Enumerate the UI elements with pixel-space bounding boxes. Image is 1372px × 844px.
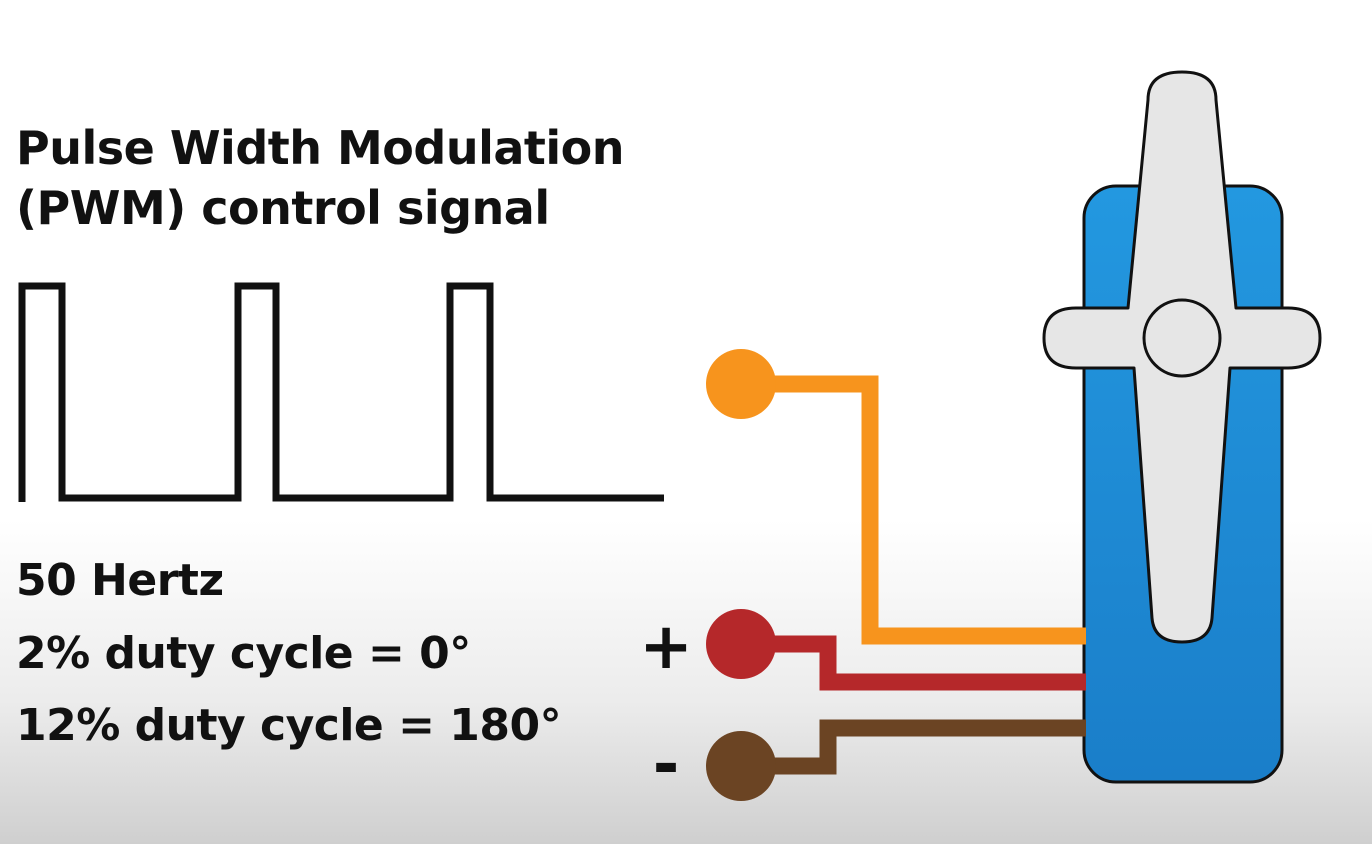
power-wire xyxy=(740,635,1086,691)
title-line-1: Pulse Width Modulation xyxy=(16,121,624,175)
signal-terminal xyxy=(706,349,776,419)
power-terminal xyxy=(706,609,776,679)
frequency-label: 50 Hertz xyxy=(16,555,224,606)
servo-hub-icon xyxy=(1142,298,1222,378)
ground-wire xyxy=(740,719,1086,775)
positive-label: + xyxy=(639,610,693,684)
servo-horn xyxy=(1042,70,1322,644)
ground-terminal xyxy=(706,731,776,801)
diagram-title: Pulse Width Modulation (PWM) control sig… xyxy=(16,118,624,238)
pwm-waveform xyxy=(18,282,664,502)
signal-wire xyxy=(740,375,1086,645)
negative-label: - xyxy=(653,728,680,802)
max-duty-cycle-label: 12% duty cycle = 180° xyxy=(16,700,562,751)
title-line-2: (PWM) control signal xyxy=(16,181,550,235)
min-duty-cycle-label: 2% duty cycle = 0° xyxy=(16,628,471,679)
